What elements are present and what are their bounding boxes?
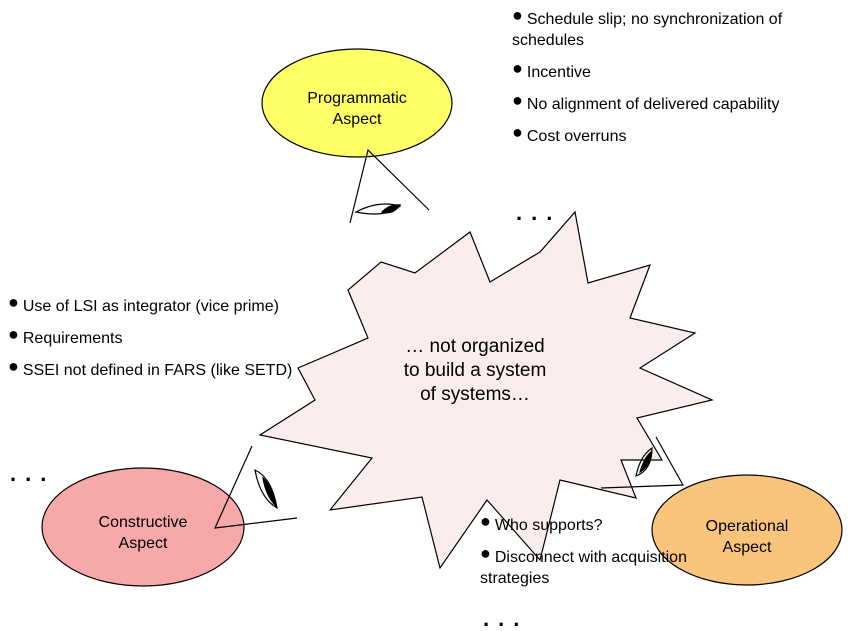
bullet-icon: ● bbox=[512, 58, 523, 78]
programmatic-eye-icon bbox=[349, 148, 430, 224]
burst-line3: of systems… bbox=[420, 384, 530, 405]
operational-eye-icon bbox=[600, 436, 685, 489]
bullet-icon: ● bbox=[480, 511, 491, 531]
bullet-icon: ● bbox=[480, 543, 491, 563]
list-item: ●Incentive bbox=[512, 58, 591, 81]
operational-ellipsis: ... bbox=[483, 606, 529, 631]
operational-label-line1: Operational bbox=[705, 518, 789, 535]
burst-text: … not organized to build a system of sys… bbox=[390, 335, 560, 407]
list-item: ●SSEI not defined in FARS (like SETD) bbox=[8, 356, 293, 379]
constructive-eye-icon bbox=[214, 445, 298, 529]
operational-label-line2: Aspect bbox=[722, 539, 772, 556]
list-item: ●Schedule slip; no synchronization of sc… bbox=[512, 5, 783, 49]
operational-aspect-label: Operational Aspect bbox=[677, 516, 817, 558]
list-item: ●Use of LSI as integrator (vice prime) bbox=[8, 292, 279, 315]
operational-aspect-oval bbox=[651, 474, 843, 586]
list-item: ●Who supports? bbox=[480, 511, 603, 534]
bullet-icon: ● bbox=[8, 356, 19, 376]
list-item: ●Cost overruns bbox=[512, 122, 627, 145]
list-item: ●Disconnect with acquisition strategies bbox=[480, 543, 687, 587]
bullet-icon: ● bbox=[512, 90, 523, 110]
bullet-icon: ● bbox=[512, 5, 523, 25]
burst-line1: … not organized bbox=[405, 336, 545, 357]
programmatic-issues-list: ●Schedule slip; no synchronization of sc… bbox=[512, 5, 802, 157]
constructive-aspect-label: Constructive Aspect bbox=[73, 512, 213, 554]
bullet-icon: ● bbox=[8, 324, 19, 344]
burst-line2: to build a system bbox=[403, 360, 547, 381]
constructive-ellipsis: ... bbox=[10, 461, 56, 486]
programmatic-label-line2: Aspect bbox=[332, 111, 382, 128]
constructive-aspect-oval bbox=[41, 467, 245, 587]
programmatic-ellipsis: ... bbox=[516, 200, 562, 225]
list-item: ●Requirements bbox=[8, 324, 123, 347]
bullet-icon: ● bbox=[512, 122, 523, 142]
operational-issues-list: ●Who supports? ●Disconnect with acquisit… bbox=[480, 511, 690, 599]
programmatic-label-line1: Programmatic bbox=[307, 90, 407, 107]
constructive-label-line1: Constructive bbox=[98, 514, 188, 531]
programmatic-aspect-label: Programmatic Aspect bbox=[287, 88, 427, 130]
bullet-icon: ● bbox=[8, 292, 19, 312]
central-burst bbox=[258, 210, 714, 570]
programmatic-aspect-oval bbox=[261, 48, 453, 158]
constructive-label-line2: Aspect bbox=[118, 535, 168, 552]
list-item: ●No alignment of delivered capability bbox=[512, 90, 780, 113]
constructive-issues-list: ●Use of LSI as integrator (vice prime) ●… bbox=[8, 292, 308, 391]
